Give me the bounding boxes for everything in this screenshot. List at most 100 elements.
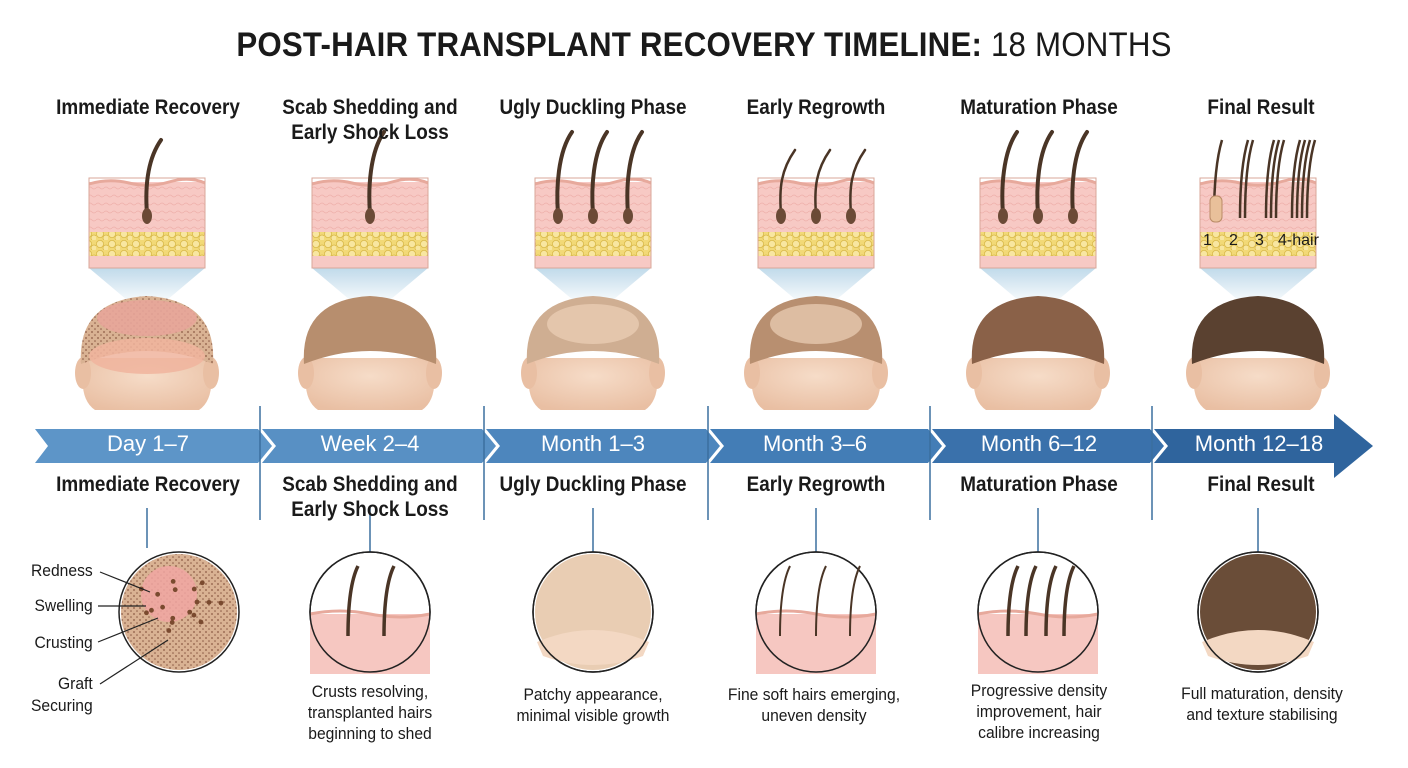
- callout-redness: Redness: [30, 561, 93, 580]
- stage-2-art: [298, 130, 442, 410]
- hair-shaft: [1070, 130, 1089, 216]
- crust-dot: [166, 628, 172, 633]
- follicle-label-1: 1: [1203, 232, 1212, 249]
- follicle-bulb: [365, 208, 375, 224]
- crust-dot: [206, 599, 212, 605]
- hair-shaft: [1024, 565, 1038, 637]
- caption-4: Fine soft hairs emerging, uneven density: [713, 684, 915, 726]
- crust-dot: [199, 580, 205, 586]
- skin-cross-section: [979, 130, 1097, 269]
- hair-shaft: [1300, 139, 1312, 219]
- follicle-label-2: 2: [1229, 232, 1238, 249]
- ear: [872, 357, 888, 389]
- stage-top-4: Early Regrowth: [746, 96, 886, 119]
- ear: [521, 357, 537, 389]
- ear: [966, 357, 982, 389]
- callout-securing: Securing: [30, 696, 93, 715]
- crust-dot: [170, 615, 176, 621]
- caption-5-line-2: improvement, hair: [976, 702, 1102, 721]
- stage-6-art: [1186, 139, 1330, 410]
- caption-5: Progressive density improvement, hair ca…: [938, 680, 1140, 743]
- follicle-label-3: 3: [1255, 232, 1264, 249]
- stage-bottom-1: Immediate Recovery: [56, 473, 240, 496]
- graft-unit: [1209, 195, 1223, 223]
- crust-dot: [149, 607, 154, 613]
- period-label-5: Month 6–12: [980, 431, 1098, 456]
- follicle-bulb: [1033, 208, 1043, 224]
- caption-2-line-1: Crusts resolving,: [311, 682, 429, 701]
- caption-4-line-2: uneven density: [761, 706, 867, 725]
- detail-circle-3: [532, 508, 654, 673]
- period-label-1: Day 1–7: [107, 431, 189, 456]
- hair-shaft: [1305, 139, 1317, 219]
- stage-5-art: [966, 130, 1110, 410]
- hair-shaft: [849, 148, 867, 216]
- donor-area: [89, 338, 205, 374]
- hair-shaft: [1062, 565, 1076, 637]
- stage-1-art: [75, 138, 219, 410]
- caption-3-line-2: minimal visible growth: [516, 706, 670, 725]
- crust-dot: [198, 619, 204, 625]
- detail-circle-2: [309, 508, 431, 674]
- follicle-bulb: [142, 208, 152, 224]
- hair-shaft: [590, 130, 609, 216]
- crust-dot: [191, 612, 197, 618]
- stage-bottom-6: Final Result: [1207, 473, 1315, 496]
- magnify-beam: [89, 268, 205, 300]
- head-illustration: [521, 296, 665, 410]
- caption-2-line-3: beginning to shed: [308, 724, 432, 743]
- crust-dot: [155, 591, 161, 597]
- follicle-bulb: [998, 208, 1008, 224]
- caption-5-line-3: calibre increasing: [978, 723, 1100, 742]
- crust-dot: [187, 609, 193, 615]
- callout-crusting: Crusting: [34, 633, 93, 652]
- follicle-bulb: [553, 208, 563, 224]
- follicle-bulb: [811, 208, 821, 224]
- title-light: 18 MONTHS: [982, 26, 1172, 64]
- hair-shaft: [346, 565, 360, 637]
- follicle-bulb: [1068, 208, 1078, 224]
- hair-shaft: [625, 130, 644, 216]
- follicle-bulb: [588, 208, 598, 224]
- ear: [298, 357, 314, 389]
- hair-shaft: [814, 148, 832, 216]
- crust-dot: [194, 599, 200, 605]
- callout-lines: [97, 571, 169, 685]
- hair-shaft: [382, 565, 396, 637]
- magnify-beam: [535, 268, 651, 300]
- crust-dot: [218, 600, 224, 606]
- head-illustration: [744, 296, 888, 410]
- stage-bottom-4: Early Regrowth: [746, 473, 886, 496]
- ear: [203, 357, 219, 389]
- stage-4-art: [744, 148, 888, 410]
- forehead: [1202, 630, 1314, 665]
- magnify-beam: [312, 268, 428, 300]
- ear: [1094, 357, 1110, 389]
- magnify-beam: [1200, 268, 1316, 300]
- thin-area: [770, 304, 862, 344]
- caption-2: Crusts resolving, transplanted hairs beg…: [269, 681, 471, 744]
- stage-top-3: Ugly Duckling Phase: [499, 96, 687, 119]
- hair-shaft: [1000, 130, 1019, 216]
- scalp-hair: [1191, 296, 1325, 364]
- caption-4-line-1: Fine soft hairs emerging,: [727, 685, 901, 704]
- ear: [1186, 357, 1202, 389]
- hair-shaft: [1295, 139, 1307, 219]
- follicle-bulb: [776, 208, 786, 224]
- callout-graft: Graft: [57, 674, 93, 693]
- crust-dot: [170, 579, 176, 584]
- follicle-bulb: [846, 208, 856, 224]
- crust-dot: [160, 604, 165, 610]
- caption-3-line-1: Patchy appearance,: [523, 685, 663, 704]
- thin-area: [547, 304, 639, 344]
- head-illustration: [966, 296, 1110, 410]
- hair-shaft: [1269, 139, 1281, 219]
- hair-shaft: [144, 138, 163, 216]
- detail-circle-4: [755, 508, 877, 674]
- crust-dot: [191, 586, 197, 592]
- hair-shaft: [1243, 139, 1255, 219]
- crust-dot: [172, 587, 178, 593]
- caption-6: Full maturation, density and texture sta…: [1161, 683, 1363, 725]
- skin-cross-section: [534, 130, 652, 269]
